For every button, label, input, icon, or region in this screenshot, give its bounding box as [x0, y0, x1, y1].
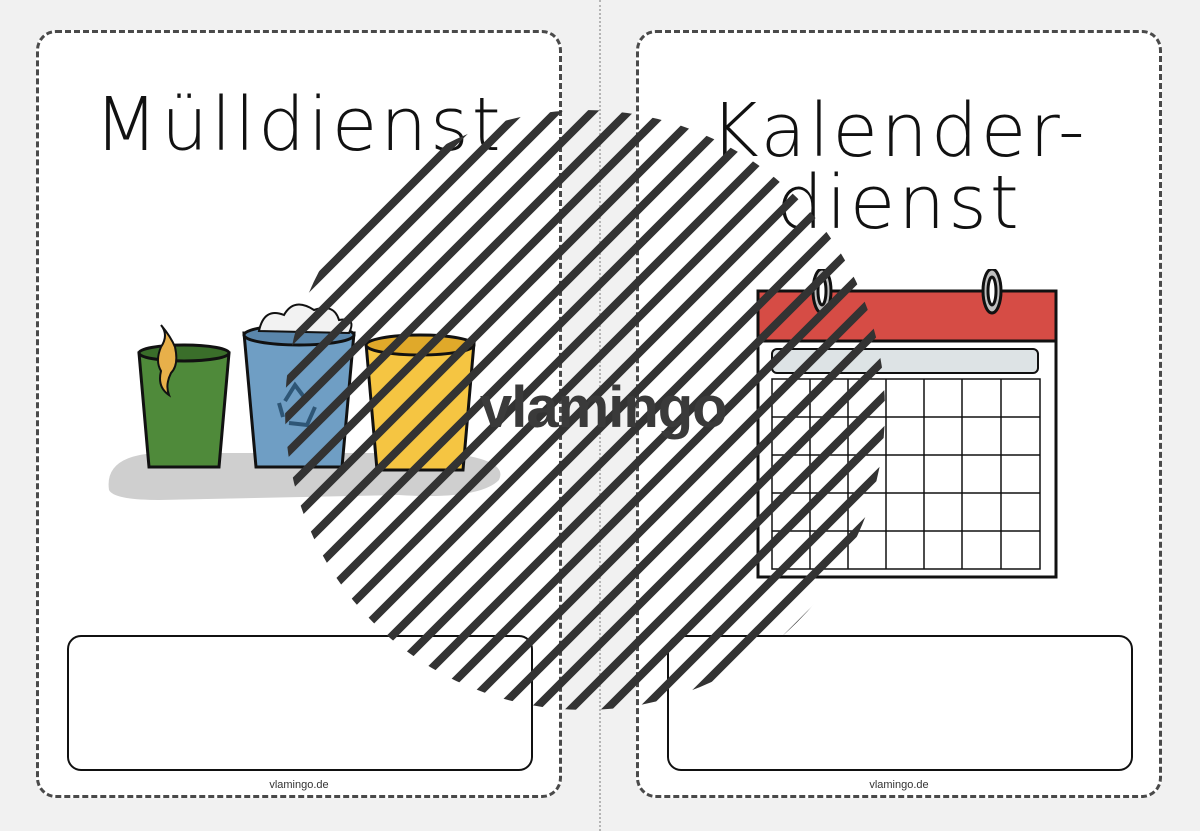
name-field-box	[667, 635, 1133, 771]
calendar-icon	[756, 269, 1058, 579]
page-divider	[599, 0, 601, 831]
card-muelldienst: Mülldienst vlamingo.de	[36, 30, 562, 798]
card-title: Mülldienst	[39, 85, 559, 165]
title-line: Kalender-	[710, 88, 1088, 174]
card-title: Kalender- dienst	[639, 91, 1159, 243]
title-line: dienst	[776, 160, 1022, 246]
name-field-box	[67, 635, 533, 771]
watermark-stripe	[1164, 100, 1200, 800]
card-footer: vlamingo.de	[869, 779, 929, 791]
card-footer: vlamingo.de	[269, 779, 329, 791]
trash-bins-icon	[108, 303, 501, 500]
title-line: Mülldienst	[94, 82, 504, 168]
card-kalenderdienst: Kalender- dienst	[636, 30, 1162, 798]
